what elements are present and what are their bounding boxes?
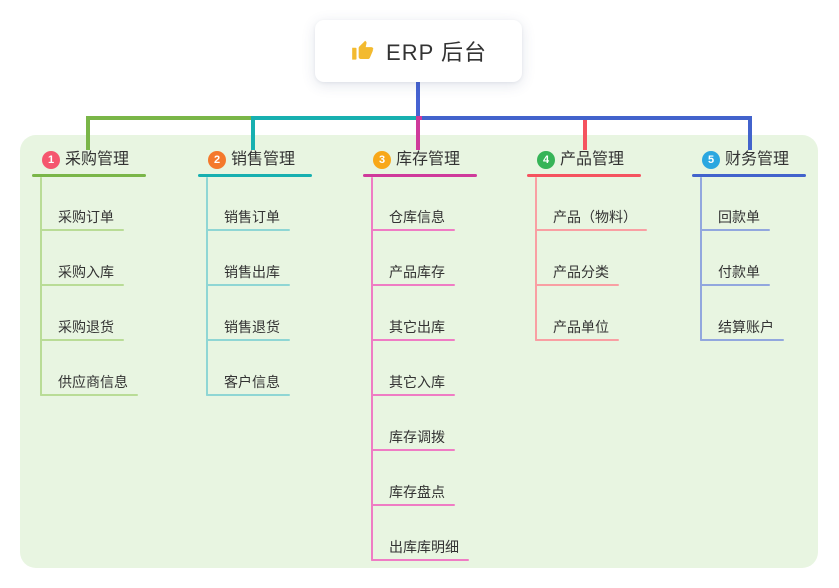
item-库存调拨[interactable]: 库存调拨 (389, 429, 445, 445)
branch-title[interactable]: 产品管理 (560, 151, 625, 168)
item-underline (40, 284, 124, 286)
item-销售订单[interactable]: 销售订单 (224, 209, 280, 225)
branch-title[interactable]: 销售管理 (231, 151, 296, 168)
item-供应商信息[interactable]: 供应商信息 (58, 374, 128, 390)
branch-items-rail (700, 177, 702, 341)
item-销售出库[interactable]: 销售出库 (224, 264, 280, 280)
branch-items-rail (40, 177, 42, 396)
item-underline (206, 339, 290, 341)
branch-connector-drop (86, 116, 90, 150)
item-库存盘点[interactable]: 库存盘点 (389, 484, 445, 500)
branch-underline (692, 174, 806, 177)
item-采购订单[interactable]: 采购订单 (58, 209, 114, 225)
item-underline (535, 339, 619, 341)
branch-title[interactable]: 库存管理 (396, 151, 461, 168)
branches-panel (20, 135, 818, 568)
item-underline (40, 339, 124, 341)
branch-badge: 3 (373, 151, 391, 169)
item-产品库存[interactable]: 产品库存 (389, 264, 445, 280)
branch-badge: 4 (537, 151, 555, 169)
branch-items-rail (206, 177, 208, 396)
item-客户信息[interactable]: 客户信息 (224, 374, 280, 390)
item-其它出库[interactable]: 其它出库 (389, 319, 445, 335)
item-underline (700, 339, 784, 341)
item-underline (535, 229, 647, 231)
item-结算账户[interactable]: 结算账户 (718, 319, 774, 335)
branch-badge: 5 (702, 151, 720, 169)
item-underline (206, 394, 290, 396)
branch-title[interactable]: 财务管理 (725, 151, 790, 168)
item-仓库信息[interactable]: 仓库信息 (389, 209, 445, 225)
item-underline (40, 394, 138, 396)
branch-connector-drop (748, 116, 752, 150)
item-underline (206, 229, 290, 231)
branch-underline (363, 174, 477, 177)
item-underline (700, 284, 770, 286)
root-node[interactable]: ERP 后台 (315, 20, 522, 82)
branch-connector-drop (251, 116, 255, 150)
item-underline (371, 284, 455, 286)
item-underline (700, 229, 770, 231)
branch-connector-drop (416, 116, 420, 150)
branch-underline (527, 174, 641, 177)
item-underline (371, 449, 455, 451)
item-underline (371, 394, 455, 396)
item-产品（物料）[interactable]: 产品（物料） (553, 209, 637, 225)
item-underline (535, 284, 619, 286)
item-underline (371, 559, 469, 561)
branch-connector-horizontal (418, 116, 750, 120)
item-underline (371, 229, 455, 231)
branch-title[interactable]: 采购管理 (65, 151, 130, 168)
item-产品分类[interactable]: 产品分类 (553, 264, 609, 280)
item-其它入库[interactable]: 其它入库 (389, 374, 445, 390)
item-underline (206, 284, 290, 286)
item-回款单[interactable]: 回款单 (718, 209, 760, 225)
branch-badge: 2 (208, 151, 226, 169)
item-产品单位[interactable]: 产品单位 (553, 319, 609, 335)
branch-underline (198, 174, 312, 177)
item-underline (371, 339, 455, 341)
item-underline (40, 229, 124, 231)
item-采购入库[interactable]: 采购入库 (58, 264, 114, 280)
thumbs-up-icon (350, 38, 376, 64)
branch-connector-horizontal (253, 116, 418, 120)
root-title: ERP 后台 (386, 40, 487, 65)
branch-connector-horizontal (418, 116, 422, 120)
item-underline (371, 504, 455, 506)
branch-items-rail (535, 177, 537, 341)
item-采购退货[interactable]: 采购退货 (58, 319, 114, 335)
item-付款单[interactable]: 付款单 (718, 264, 760, 280)
branch-connector-drop (583, 116, 587, 150)
branch-badge: 1 (42, 151, 60, 169)
item-出库库明细[interactable]: 出库库明细 (389, 539, 459, 555)
item-销售退货[interactable]: 销售退货 (224, 319, 280, 335)
branch-underline (32, 174, 146, 177)
branch-items-rail (371, 177, 373, 561)
root-connector-stem (416, 82, 420, 120)
